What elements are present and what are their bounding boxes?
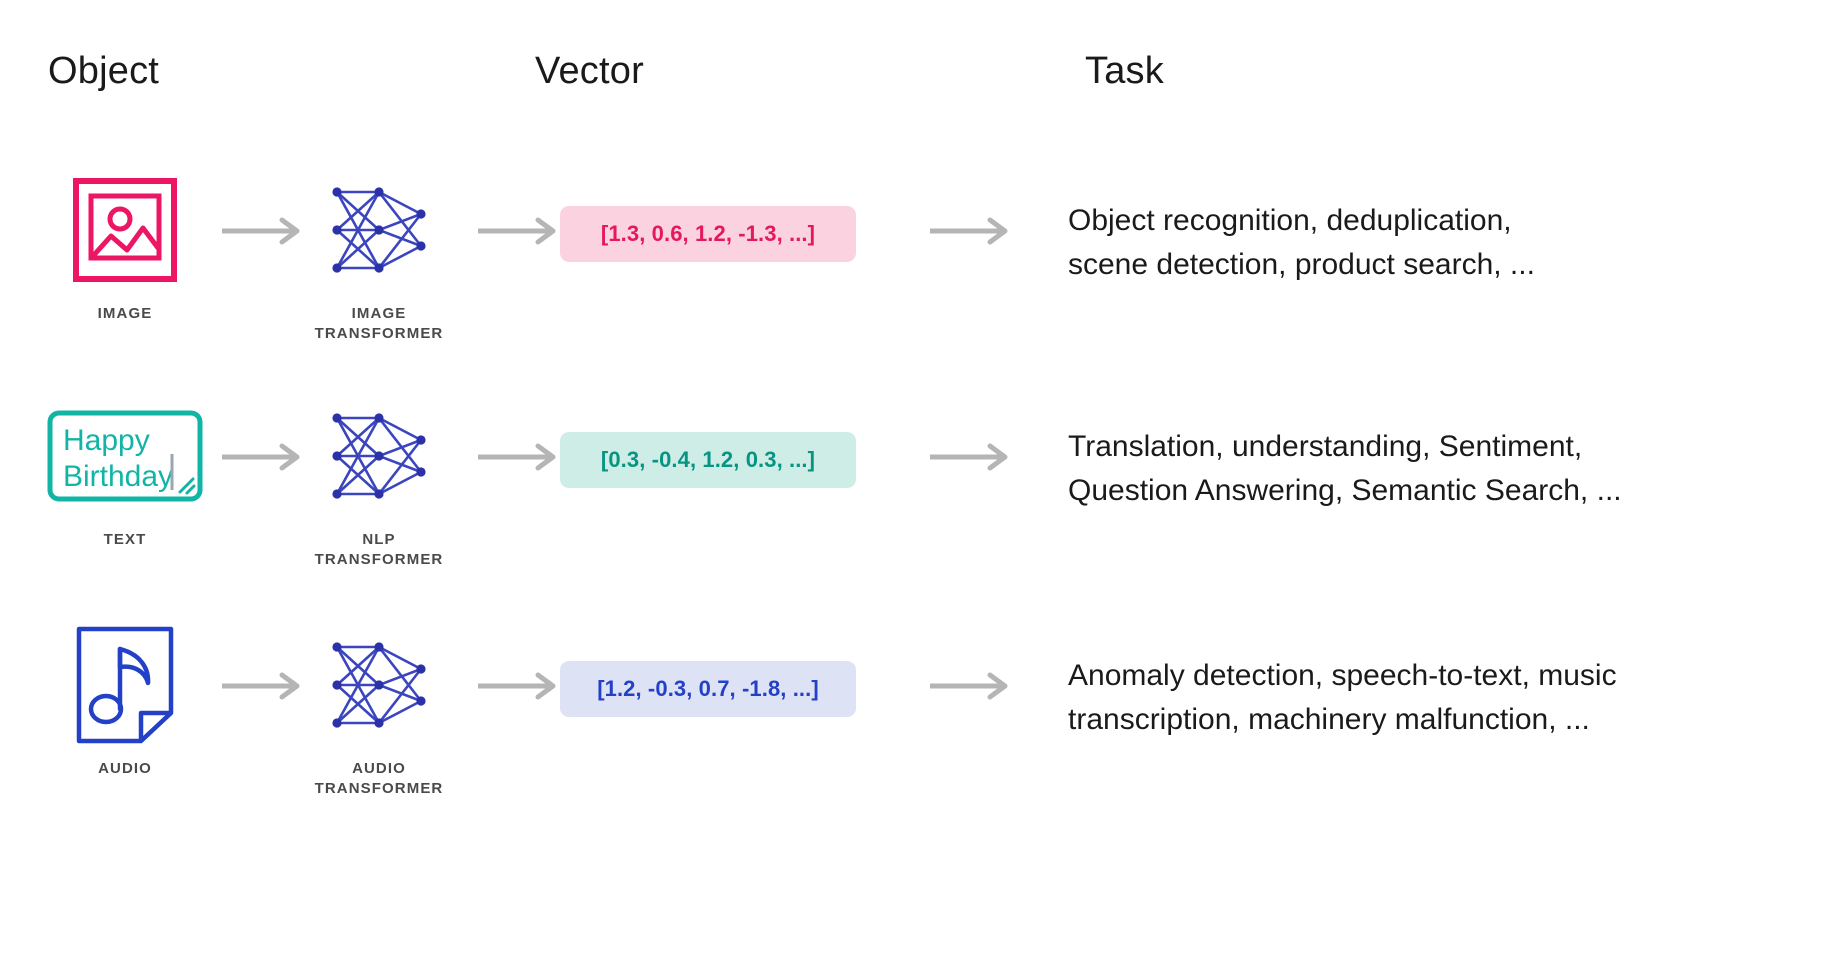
transformer-cell-image: IMAGE TRANSFORMER [290, 170, 468, 345]
transformer-caption-audio: AUDIO TRANSFORMER [314, 760, 444, 798]
flow-arrow-icon [478, 672, 560, 700]
diagram-row-image: IMAGE [0, 170, 1828, 400]
flow-arrow-icon [478, 443, 560, 471]
object-cell-text: Happy Birthday TEXT [40, 396, 210, 550]
text-box-icon: Happy Birthday [47, 396, 203, 516]
flow-arrow-icon [478, 217, 560, 245]
object-caption-image: IMAGE [97, 305, 153, 322]
vector-pill-audio: [1.2, -0.3, 0.7, -1.8, ...] [560, 661, 856, 717]
flow-arrow-icon [930, 672, 1012, 700]
flow-arrow-icon [930, 443, 1012, 471]
transformer-cell-audio: AUDIO TRANSFORMER [290, 625, 468, 800]
neural-network-icon [327, 625, 431, 745]
task-text-image: Object recognition, deduplication, scene… [1068, 204, 1535, 282]
audio-file-icon [75, 625, 175, 745]
task-text-text: Translation, understanding, Sentiment, Q… [1068, 430, 1622, 508]
column-header-task: Task [1085, 50, 1164, 92]
vector-pill-text: [0.3, -0.4, 1.2, 0.3, ...] [560, 432, 856, 488]
text-icon-line-2: Birthday [63, 460, 173, 493]
image-icon [73, 170, 177, 290]
neural-network-icon [327, 396, 431, 516]
object-caption-audio: AUDIO [98, 760, 152, 777]
vector-pill-image: [1.3, 0.6, 1.2, -1.3, ...] [560, 206, 856, 262]
object-cell-audio: AUDIO [40, 625, 210, 779]
neural-network-icon [327, 170, 431, 290]
text-icon-line-1: Happy [63, 424, 150, 457]
diagram-row-text: Happy Birthday TEXT [0, 396, 1828, 626]
object-cell-image: IMAGE [40, 170, 210, 324]
task-text-audio: Anomaly detection, speech-to-text, music… [1068, 659, 1617, 737]
transformer-caption-text: NLP TRANSFORMER [314, 531, 444, 569]
column-header-vector: Vector [535, 50, 644, 92]
object-caption-text: TEXT [103, 531, 147, 548]
flow-arrow-icon [930, 217, 1012, 245]
flow-arrow-icon [222, 672, 304, 700]
transformer-cell-text: NLP TRANSFORMER [290, 396, 468, 571]
transformer-caption-image: IMAGE TRANSFORMER [314, 305, 444, 343]
column-header-object: Object [48, 50, 160, 92]
diagram-row-audio: AUDIO [0, 625, 1828, 855]
flow-arrow-icon [222, 217, 304, 245]
flow-arrow-icon [222, 443, 304, 471]
